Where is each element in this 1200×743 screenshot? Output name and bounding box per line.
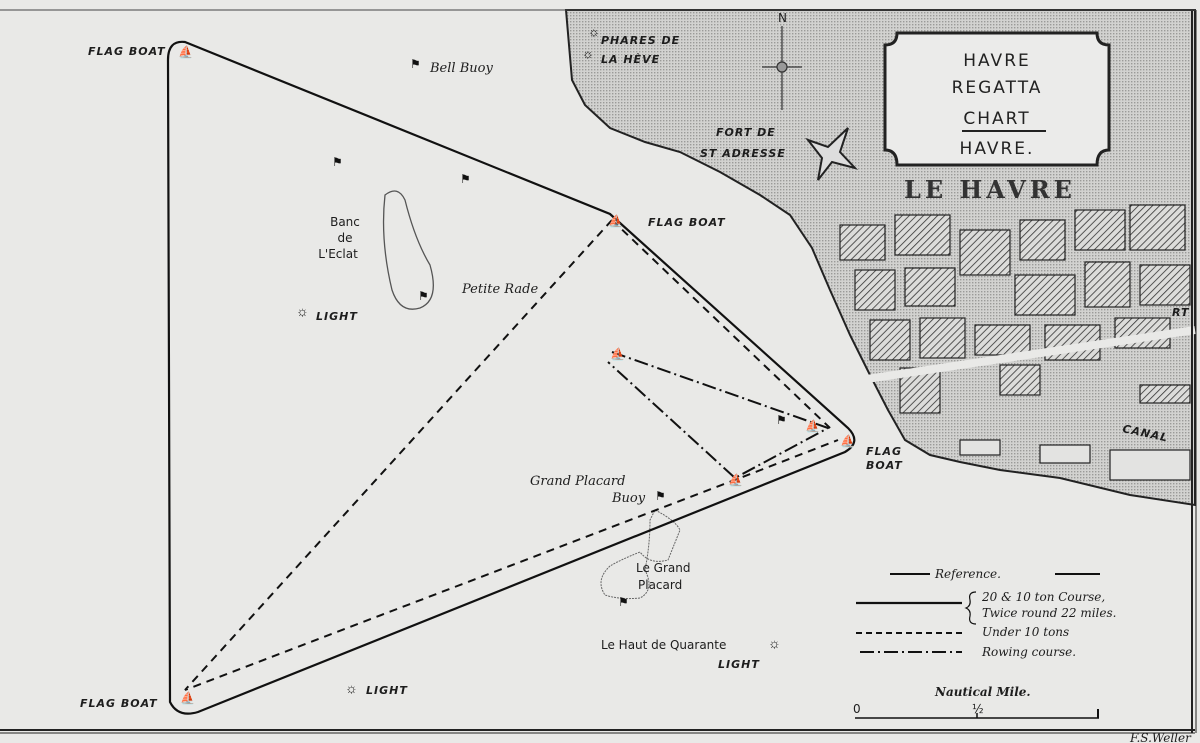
buoy-icon: ⚑ [418, 289, 429, 303]
town-label: LE HAVRE [904, 175, 1076, 204]
bell-buoy-label: Bell Buoy [429, 61, 493, 76]
buoy-icon: ⚑ [410, 57, 421, 71]
legend-course-20-label-2: Twice round 22 miles. [982, 606, 1116, 620]
flag-boat-icon: ⛵ [728, 473, 743, 487]
buoy-icon: ⚑ [776, 413, 787, 427]
city-blocks [839, 204, 1196, 481]
rt-label: RT [1172, 306, 1190, 319]
flag-boat-label: FLAG BOAT [88, 45, 166, 58]
legend-brace-icon [964, 591, 977, 625]
banc-label-3: L'Eclat [318, 247, 358, 261]
lighthouse-icon: ☼ [588, 24, 600, 39]
title-cartouche [883, 31, 1111, 167]
title-line-3: CHART [963, 109, 1030, 129]
compass-rose-icon [762, 26, 802, 110]
fort-label: FORT DE [716, 126, 776, 139]
buoy-icons: ⚑ ⚑ ⚑ ⚑ ⚑ ⚑ ⚑ ⛵ ⛵ ⛵ ⛵ ⛵ ⛵ ⛵ ☼ ☼ ☼ [178, 45, 855, 705]
fort-icon [805, 127, 859, 181]
flag-boat-label: FLAG BOAT [80, 697, 158, 710]
reference-legend: Reference. 20 & 10 ton Course, Twice rou… [856, 567, 1116, 659]
flag-boat-icon: ⛵ [610, 347, 625, 361]
buoy-icon: ⚑ [618, 595, 629, 609]
reference-heading: Reference. [934, 567, 1001, 581]
flag-boat-icon: ⛵ [840, 434, 855, 448]
flag-boat-icon: ⛵ [180, 691, 195, 705]
buoy-icon: ⚑ [332, 155, 343, 169]
lighthouse-icon: ☼ [296, 305, 309, 320]
banc-label-2: de [338, 231, 353, 245]
le-grand-placard-label-2: Placard [638, 578, 682, 592]
banc-de-leclat-shoal [382, 190, 434, 310]
boat-label: BOAT [866, 459, 903, 472]
petite-rade-label: Petite Rade [461, 282, 538, 297]
fort-label-2: ST ADRESSE [700, 147, 786, 160]
flag-label: FLAG [866, 445, 902, 458]
flag-boat-icon: ⛵ [608, 214, 623, 228]
buoy-icon: ⚑ [655, 489, 666, 503]
course-20-10-ton [166, 40, 856, 715]
lighthouse-icon: ☼ [582, 46, 594, 61]
light-label: LIGHT [316, 310, 358, 323]
flag-boat-icon: ⛵ [178, 45, 193, 59]
banc-label-1: Banc [330, 215, 360, 229]
title-line-2: REGATTA [952, 78, 1043, 98]
course-under-10-tons [184, 219, 839, 691]
grand-placard-buoy-label-1: Grand Placard [530, 474, 625, 489]
light-label: LIGHT [366, 684, 408, 697]
scale-tick-half: ½ [972, 702, 984, 716]
flag-boat-icon: ⛵ [805, 419, 820, 433]
compass-north-label: N [778, 11, 787, 25]
flag-boat-label: FLAG BOAT [648, 216, 726, 229]
lighthouse-icon: ☼ [345, 682, 358, 697]
engraver-signature: F.S.Weller [1129, 731, 1192, 743]
scale-label: Nautical Mile. [934, 685, 1031, 699]
light-label: LIGHT [718, 658, 760, 671]
haut-quarante-label: Le Haut de Quarante [601, 638, 726, 652]
lighthouse-icon: ☼ [768, 637, 781, 652]
course-rowing [607, 351, 831, 480]
legend-course-20-label: 20 & 10 ton Course, [981, 590, 1105, 604]
scale-bar: Nautical Mile. 0 ½ [853, 685, 1099, 719]
scale-tick-0: 0 [853, 702, 861, 716]
buoy-icon: ⚑ [460, 172, 471, 186]
le-grand-placard-label-1: Le Grand [636, 561, 690, 575]
title-line-1: HAVRE [963, 51, 1031, 71]
title-line-4: HAVRE. [960, 139, 1035, 159]
legend-rowing-label: Rowing course. [981, 645, 1076, 659]
grand-placard-buoy-label-2: Buoy [611, 491, 646, 506]
phares-label-2: LA HÈVE [601, 52, 660, 66]
phares-label: PHARES DE [601, 34, 680, 47]
legend-under-10-label: Under 10 tons [982, 625, 1069, 639]
